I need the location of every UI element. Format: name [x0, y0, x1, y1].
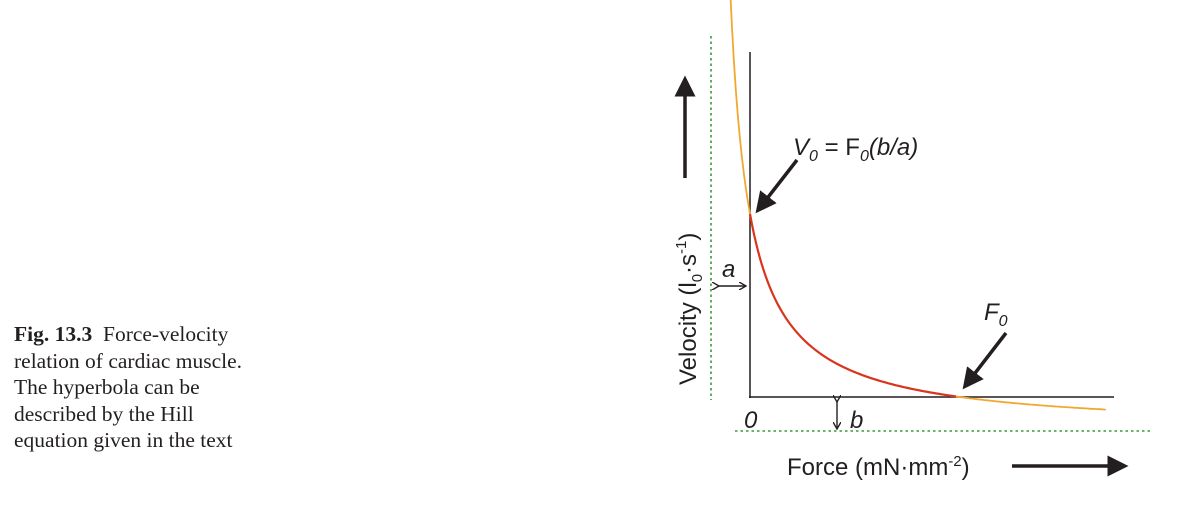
hyperbola-curve [729, 0, 1106, 411]
caption-label: Fig. 13.3 [14, 322, 93, 346]
v0-equation-label: V0 = F0(b/a) [793, 134, 918, 165]
caption-line-2: relation of cardiac muscle. [14, 348, 243, 373]
y-axis-label: Velocity (l0·s-1) [673, 233, 706, 385]
origin-label: 0 [744, 407, 758, 434]
b-label: b [850, 407, 863, 434]
x-axis-label: Force (mN·mm-2) [787, 453, 970, 481]
caption-line-1: Force-velocity [102, 322, 229, 346]
v0-pointer-arrow [755, 158, 799, 214]
caption-line-3: The hyperbola can be [14, 375, 200, 399]
figure-caption: Fig. 13.3 Force-velocity relation of car… [14, 321, 334, 454]
f0-label: F0 [984, 299, 1008, 330]
caption-line-4: described by the Hill [14, 401, 194, 426]
a-label: a [722, 256, 735, 283]
caption-line-5: equation given in the text [14, 428, 233, 452]
f0-pointer-arrow [962, 331, 1008, 390]
operating-curve [748, 213, 957, 398]
